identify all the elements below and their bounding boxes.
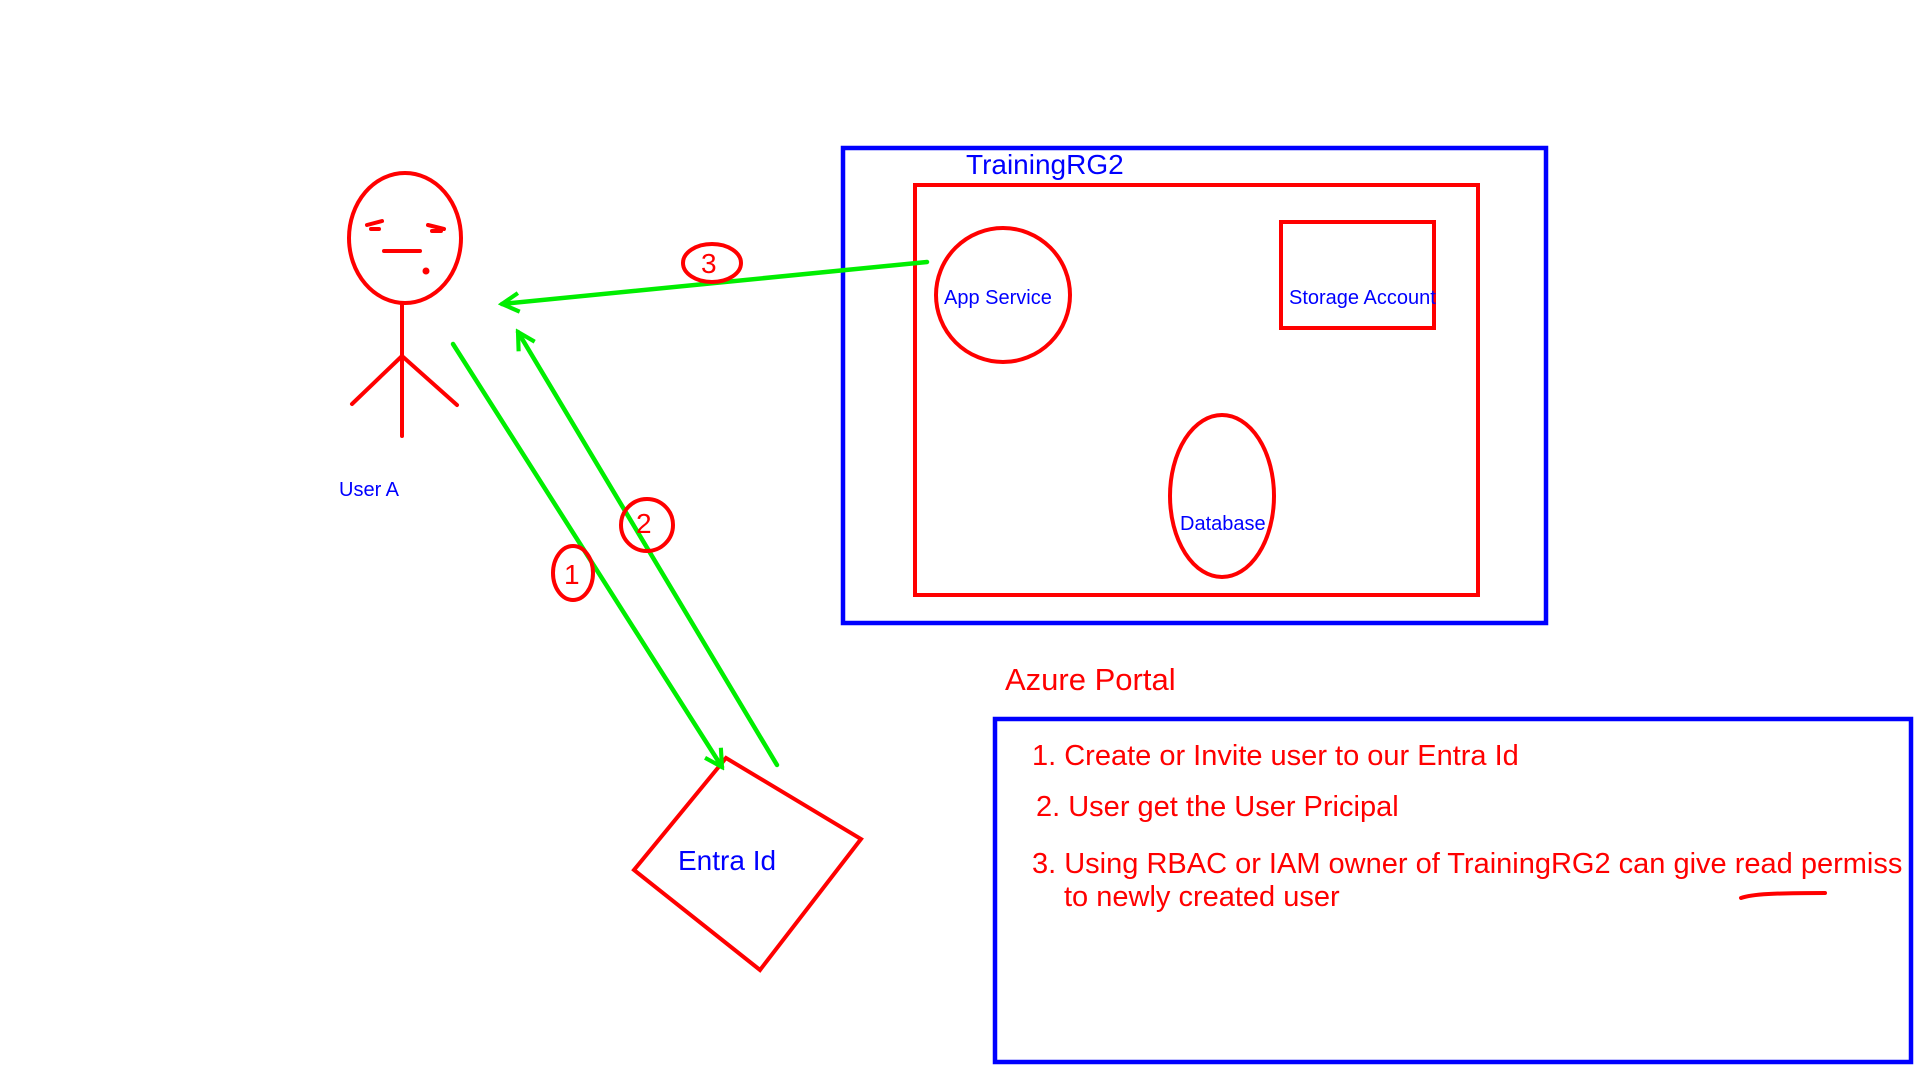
user-head xyxy=(347,171,463,305)
arrow-entra-to-user xyxy=(515,332,780,768)
user-stick-figure xyxy=(347,171,463,438)
step-3-label: 3 xyxy=(701,248,717,279)
step-1-label: 1 xyxy=(564,559,580,590)
user-left-brow xyxy=(365,219,384,227)
app-service-label: App Service xyxy=(944,287,1052,309)
step-3-marker xyxy=(681,242,743,284)
user-a-label: User A xyxy=(339,479,400,501)
note-line-2: 2. User get the User Pricipal xyxy=(1036,791,1399,823)
resource-group-title: TrainingRG2 xyxy=(966,149,1124,180)
note-line-3: 3. Using RBAC or IAM owner of TrainingRG… xyxy=(1032,850,1903,879)
read-underline-mark xyxy=(1739,891,1827,900)
note-line-1: 1. Create or Invite user to our Entra Id xyxy=(1032,740,1519,772)
app-service-node xyxy=(934,226,1072,364)
note-line-4: to newly created user xyxy=(1064,881,1340,913)
user-left-arm xyxy=(350,354,404,406)
step-2-label: 2 xyxy=(636,508,652,539)
step-2-marker xyxy=(619,497,675,553)
entra-id-label: Entra Id xyxy=(678,845,777,876)
user-right-arm xyxy=(400,354,459,407)
step-1-marker xyxy=(551,544,595,602)
entra-id-node xyxy=(631,755,864,973)
azure-portal-title: Azure Portal xyxy=(1005,662,1176,697)
storage-account-label: Storage Account xyxy=(1289,287,1436,309)
resource-group-inner-box xyxy=(913,183,1480,597)
resource-group-box xyxy=(840,145,1549,626)
user-right-brow xyxy=(426,223,446,231)
user-chin-dot xyxy=(422,267,430,275)
storage-account-node xyxy=(1279,220,1436,330)
notes-box xyxy=(992,716,1914,1065)
database-label: Database xyxy=(1180,513,1266,535)
database-node xyxy=(1168,413,1276,579)
